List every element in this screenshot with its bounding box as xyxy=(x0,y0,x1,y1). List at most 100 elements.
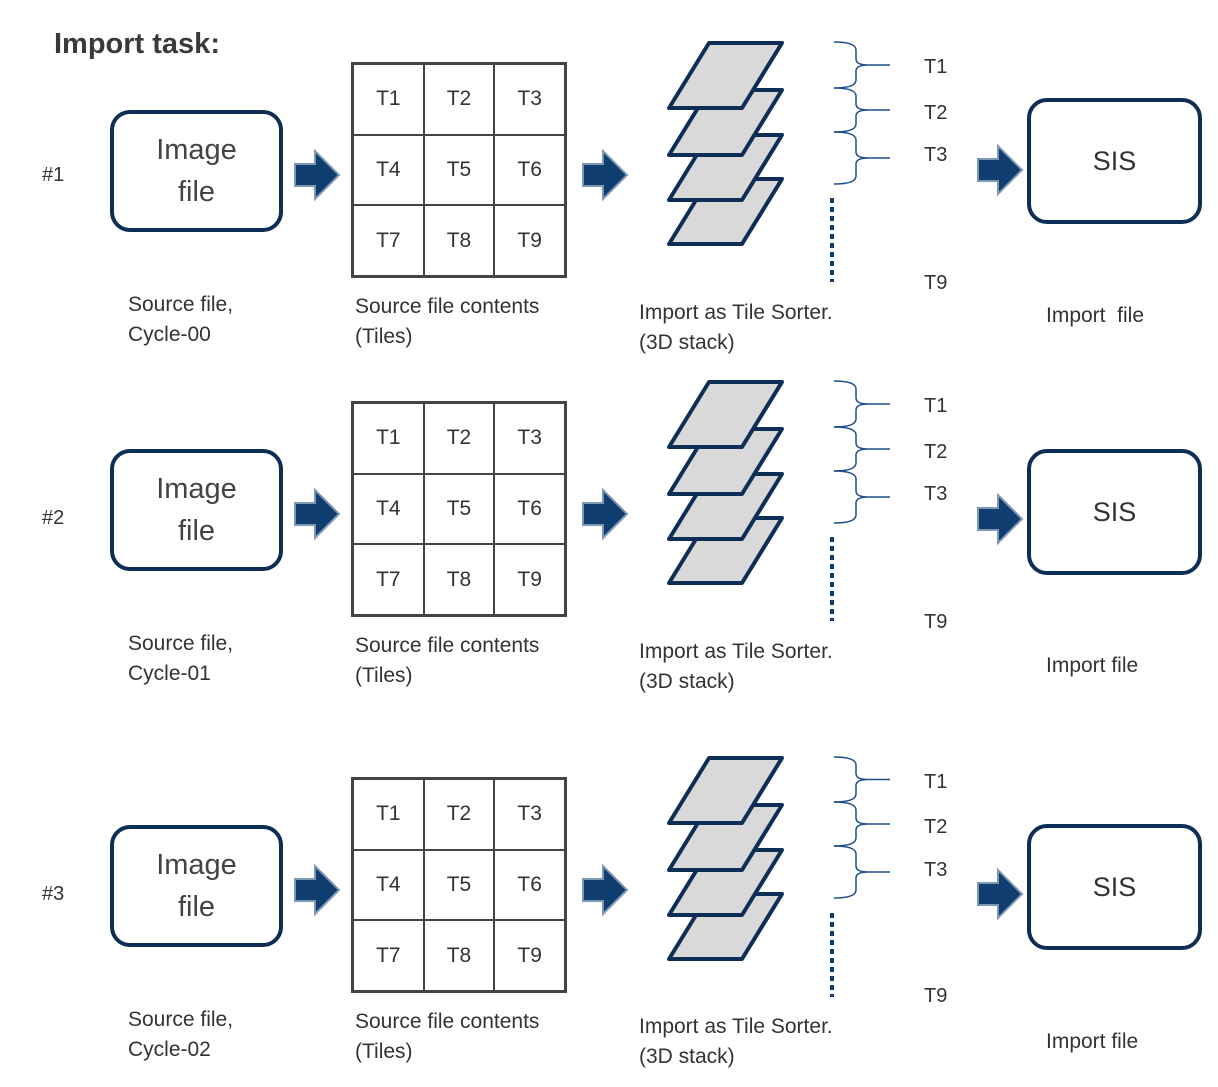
tile-label-t3: T3 xyxy=(924,483,948,505)
source-caption: Source file, Cycle-00 xyxy=(128,290,233,350)
tile-grid: T1 T2 T3 T4 T5 T6 T7 T8 T9 xyxy=(351,62,567,278)
tile-cell: T5 xyxy=(423,849,495,921)
tile-cell: T8 xyxy=(423,544,495,615)
tile-cell: T6 xyxy=(494,134,565,206)
right-arrow-icon xyxy=(977,143,1024,197)
import-row-1: #1 Image file Source file, Cycle-00 T1 T… xyxy=(0,0,1218,360)
stack-sheet xyxy=(667,88,784,157)
image-file-line-2: file xyxy=(177,891,216,923)
stack-caption-line-1: Import as Tile Sorter. xyxy=(639,301,833,324)
stack-caption-line-2: (3D stack) xyxy=(639,331,735,354)
tile-cell: T4 xyxy=(353,134,424,206)
tile-cell: T3 xyxy=(494,403,565,474)
source-caption: Source file, Cycle-02 xyxy=(128,1005,233,1065)
image-file-line-1: Image xyxy=(156,134,237,166)
tile-label-t2: T2 xyxy=(924,102,948,124)
right-arrow-icon xyxy=(582,863,629,917)
import-row-2: #2 Image file Source file, Cycle-01 T1 T… xyxy=(0,0,1218,693)
contents-caption-line-1: Source file contents xyxy=(355,634,540,657)
stack-caption: Import as Tile Sorter. (3D stack) xyxy=(639,637,833,697)
sis-box: SIS xyxy=(1027,98,1202,224)
brace-icon xyxy=(833,426,890,472)
source-caption: Source file, Cycle-01 xyxy=(128,629,233,689)
right-arrow-icon xyxy=(294,863,341,917)
stack-caption-line-1: Import as Tile Sorter. xyxy=(639,1015,833,1038)
page-title: Import task: xyxy=(54,28,220,60)
right-arrow-icon xyxy=(294,487,341,541)
stack-caption-line-1: Import as Tile Sorter. xyxy=(639,640,833,663)
stack-caption-line-2: (3D stack) xyxy=(639,1045,735,1068)
tile-label-t1: T1 xyxy=(924,56,948,78)
right-arrow-icon xyxy=(294,148,341,202)
image-file-line-2: file xyxy=(177,515,216,547)
tile-grid: T1 T2 T3 T4 T5 T6 T7 T8 T9 xyxy=(351,401,567,617)
source-caption-line-2: Cycle-01 xyxy=(128,662,211,685)
image-file-box: Image file xyxy=(110,110,283,232)
stack-sheet xyxy=(667,380,784,449)
tile-cell: T8 xyxy=(423,920,495,991)
tile-cell: T1 xyxy=(353,64,424,135)
sis-box: SIS xyxy=(1027,449,1202,575)
image-file-line-1: Image xyxy=(156,849,237,881)
tile-cell: T6 xyxy=(494,473,565,545)
row-label: #1 xyxy=(42,164,65,186)
image-file-line-2: file xyxy=(177,176,216,208)
source-caption-line-1: Source file, xyxy=(128,293,234,316)
stack-sheet xyxy=(667,803,784,872)
contents-caption-line-2: (Tiles) xyxy=(355,664,413,687)
tile-cell: T7 xyxy=(353,544,424,615)
tile-label-t9: T9 xyxy=(924,611,948,633)
tile-label-t1: T1 xyxy=(924,395,948,417)
tile-cell: T1 xyxy=(353,779,424,850)
tile-cell: T8 xyxy=(423,205,495,276)
tile-label-t1: T1 xyxy=(924,771,948,793)
brace-icon xyxy=(833,380,890,428)
tile-cell: T7 xyxy=(353,205,424,276)
brace-icon xyxy=(833,470,890,524)
tile-cell: T5 xyxy=(423,134,495,206)
stack-caption: Import as Tile Sorter. (3D stack) xyxy=(639,1012,833,1072)
right-arrow-icon xyxy=(582,487,629,541)
stack-sheet xyxy=(667,756,784,825)
tile-cell: T6 xyxy=(494,849,565,921)
stack-caption: Import as Tile Sorter. (3D stack) xyxy=(639,298,833,358)
brace-icon xyxy=(833,801,890,847)
tile-cell: T9 xyxy=(494,544,565,615)
contents-caption-line-2: (Tiles) xyxy=(355,325,413,348)
contents-caption-line-1: Source file contents xyxy=(355,1010,540,1033)
stack-caption-line-2: (3D stack) xyxy=(639,670,735,693)
import-file-caption: Import file xyxy=(1046,1030,1139,1053)
tile-label-t3: T3 xyxy=(924,859,948,881)
right-arrow-icon xyxy=(977,492,1024,546)
right-arrow-icon xyxy=(977,867,1024,921)
image-file-line-1: Image xyxy=(156,473,237,505)
tile-label-t2: T2 xyxy=(924,441,948,463)
tile-cell: T4 xyxy=(353,849,424,921)
brace-icon xyxy=(833,131,890,185)
source-caption-line-1: Source file, xyxy=(128,632,234,655)
brace-icon xyxy=(833,41,890,89)
tile-label-t9: T9 xyxy=(924,272,948,294)
contents-caption-line-2: (Tiles) xyxy=(355,1040,413,1063)
brace-icon xyxy=(833,845,890,899)
tile-cell: T5 xyxy=(423,473,495,545)
row-label: #3 xyxy=(42,883,65,905)
contents-caption: Source file contents (Tiles) xyxy=(355,292,539,352)
source-caption-line-1: Source file, xyxy=(128,1008,234,1031)
stack-sheet xyxy=(667,427,784,496)
source-caption-line-2: Cycle-00 xyxy=(128,323,211,346)
row-label: #2 xyxy=(42,507,65,529)
tile-cell: T4 xyxy=(353,473,424,545)
sis-box: SIS xyxy=(1027,824,1202,950)
import-file-caption: Import file xyxy=(1046,654,1139,677)
tile-cell: T9 xyxy=(494,920,565,991)
tile-grid: T1 T2 T3 T4 T5 T6 T7 T8 T9 xyxy=(351,777,567,993)
right-arrow-icon xyxy=(582,148,629,202)
source-caption-line-2: Cycle-02 xyxy=(128,1038,211,1061)
tile-cell: T7 xyxy=(353,920,424,991)
tile-label-t2: T2 xyxy=(924,816,948,838)
import-file-caption: Import file xyxy=(1046,304,1145,327)
image-file-box: Image file xyxy=(110,449,283,571)
tile-cell: T1 xyxy=(353,403,424,474)
